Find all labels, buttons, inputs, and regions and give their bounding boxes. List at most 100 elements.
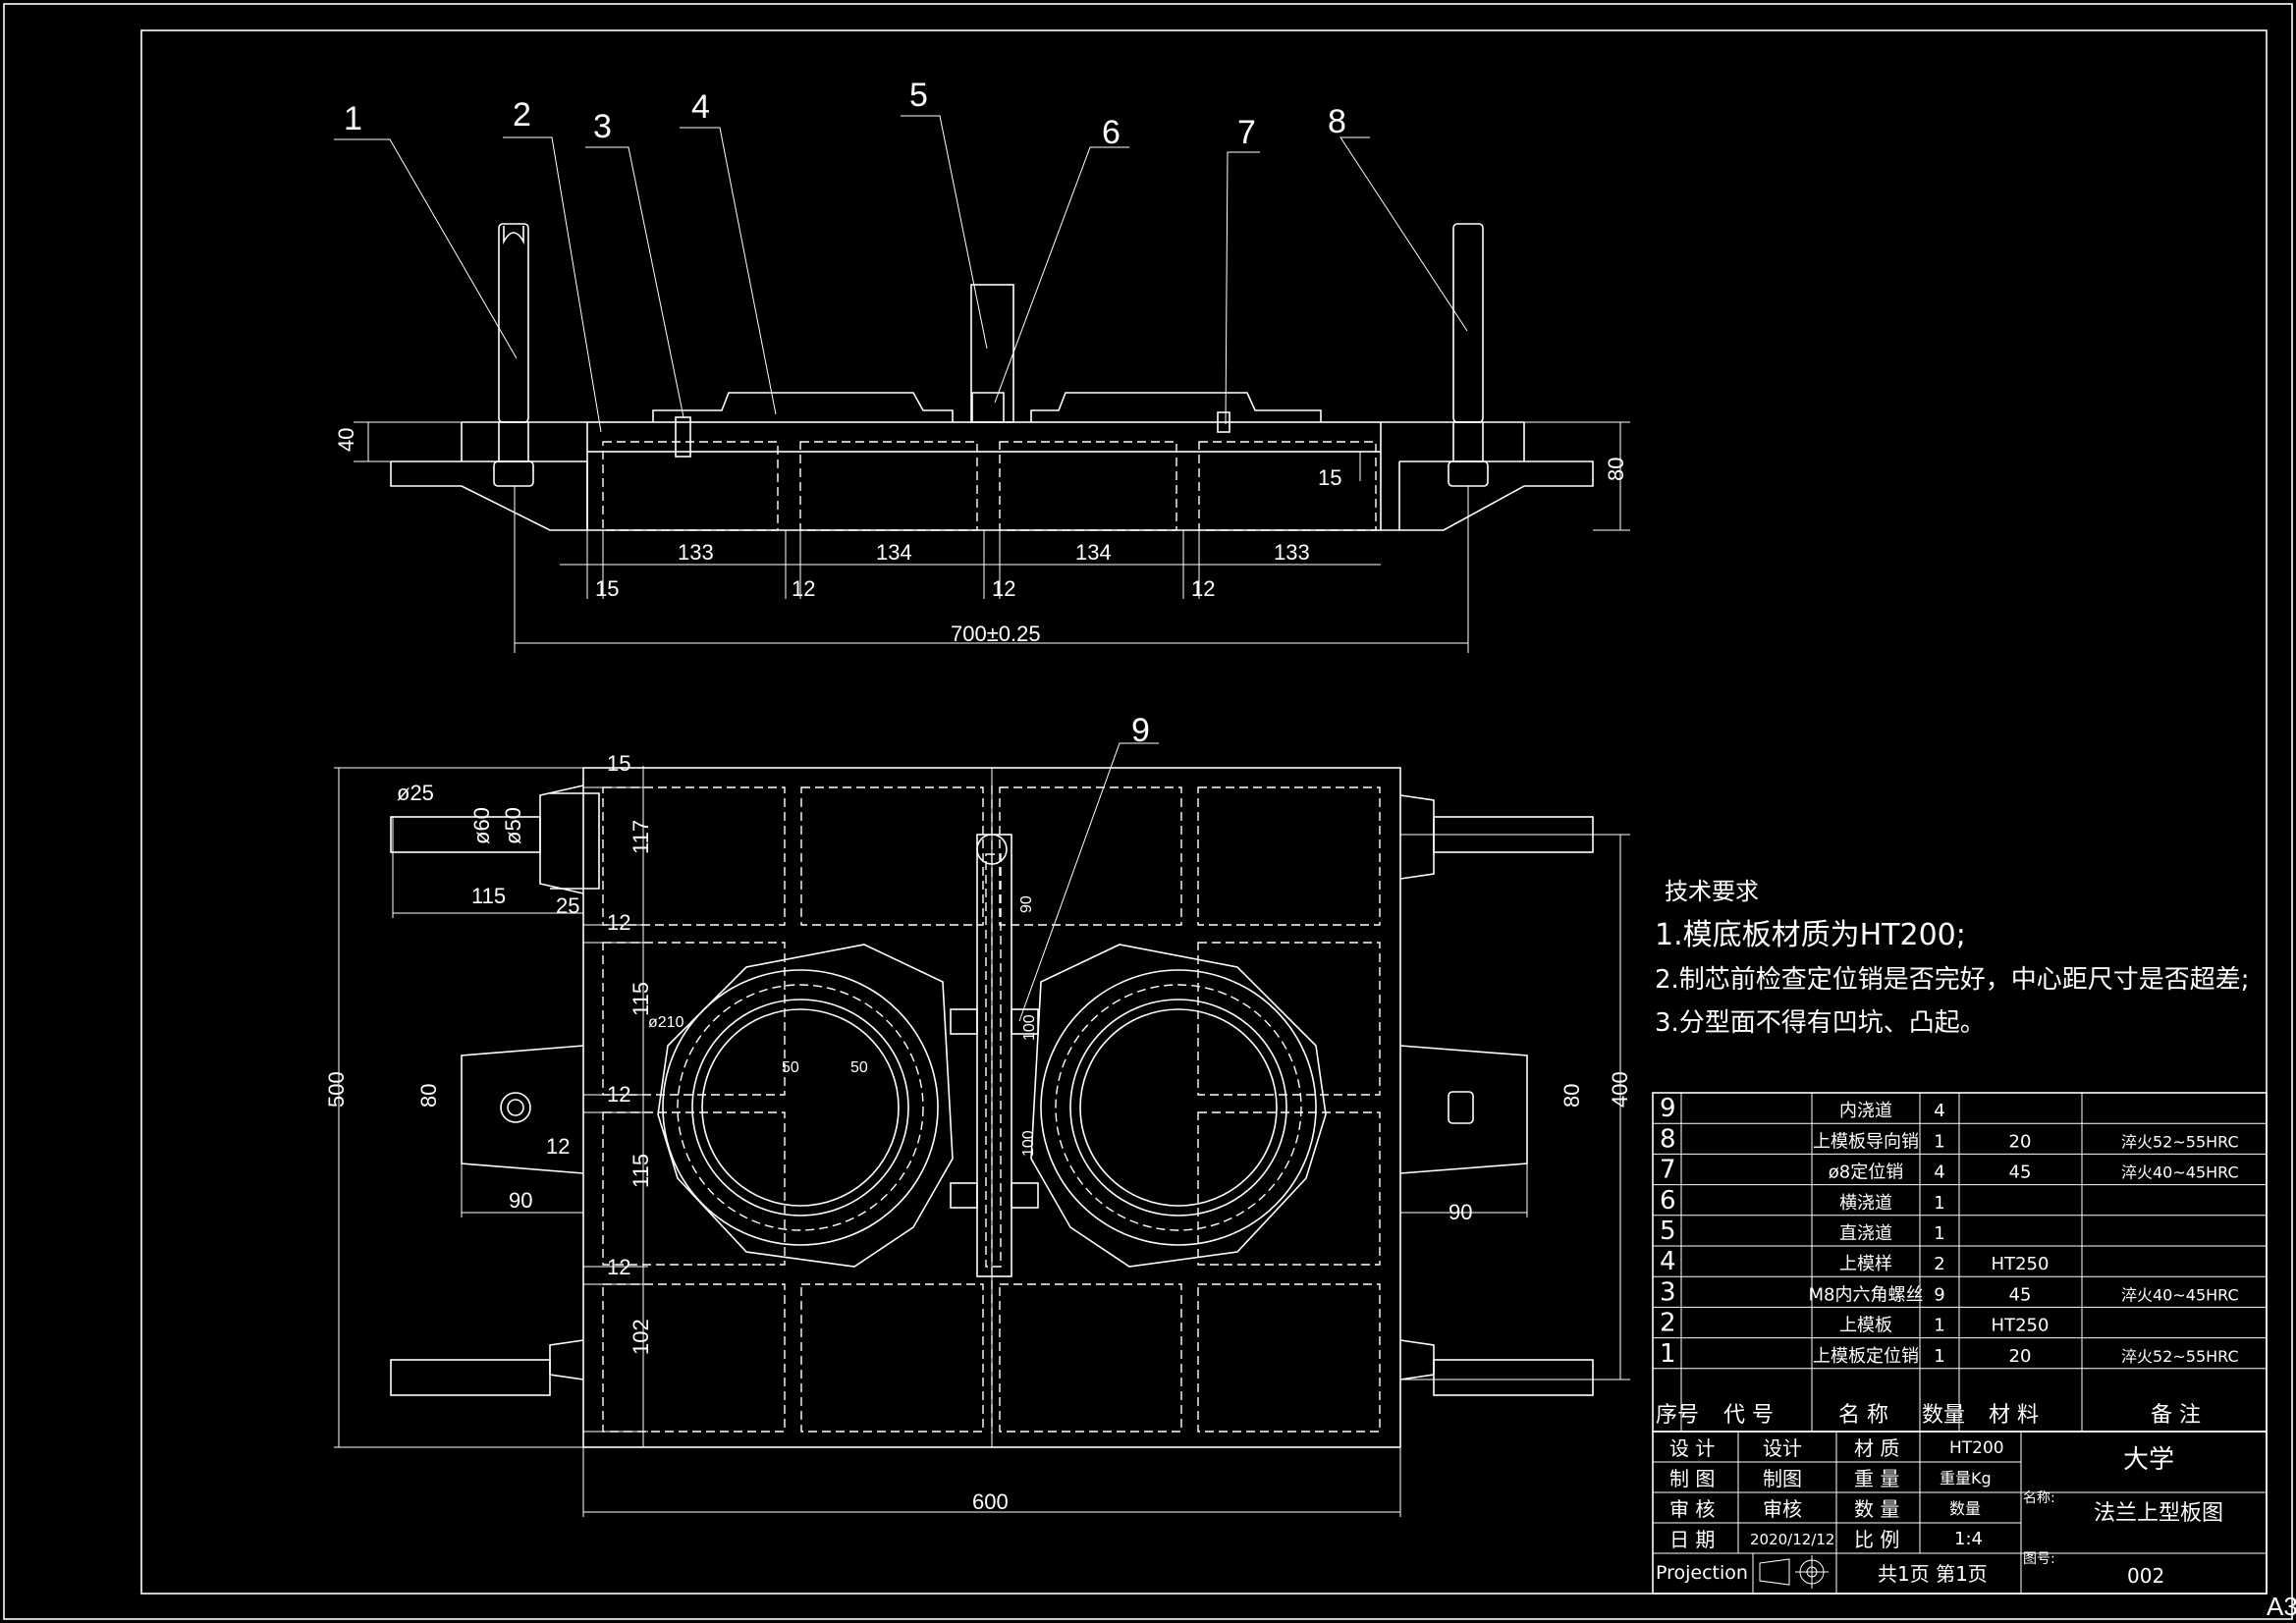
tb-university: 大学: [2123, 1445, 2174, 1475]
tb-drawing-no-label: 图号:: [2023, 1551, 2055, 1567]
tb-draw-label: 制 图: [1669, 1467, 1715, 1490]
tb-projection: Projection: [1656, 1562, 1748, 1584]
tb-scale-value: 1:4: [1954, 1529, 1983, 1549]
tb-qty-value: 数量: [1949, 1499, 1981, 1518]
bom-cell-name: 上模板导向销: [1813, 1131, 1919, 1152]
bom-cell-name: 上模样: [1839, 1254, 1892, 1274]
bom-cell-name: 上模板定位销: [1813, 1346, 1919, 1367]
bom-cell-no: 2: [1660, 1309, 1676, 1338]
dim-row-12-b: 12: [607, 1082, 630, 1107]
dim-gap-12-a: 12: [792, 576, 815, 601]
dim-row-102: 102: [629, 1319, 653, 1355]
dim-15-right: 15: [1318, 465, 1341, 490]
bom-cell-no: 1: [1660, 1339, 1676, 1369]
bom-cell-note: 淬火40~45HRC: [2121, 1163, 2239, 1182]
tb-check-label: 审 核: [1669, 1497, 1715, 1521]
bom-cell-qty: 4: [1934, 1101, 1944, 1121]
front-view: [334, 115, 1630, 653]
bom-cell-qty: 1: [1934, 1131, 1944, 1152]
tb-scale-label: 比 例: [1854, 1528, 1899, 1551]
balloon-9: 9: [1131, 712, 1150, 749]
bom-cell-qty: 4: [1934, 1163, 1944, 1183]
dim-80-right: 80: [1559, 1084, 1584, 1108]
dim-25: 25: [556, 893, 579, 918]
bom-cell-qty: 1: [1934, 1223, 1944, 1244]
bom-cell-name: 上模板: [1839, 1316, 1892, 1336]
tb-drawing-no: 002: [2127, 1564, 2164, 1588]
dim-50-b: 50: [850, 1059, 868, 1076]
balloon-7: 7: [1237, 114, 1256, 151]
bom-header-mat: 材 料: [1989, 1403, 2039, 1428]
dim-gap-12-b: 12: [992, 576, 1015, 601]
bom-cell-mat: 45: [2009, 1284, 2032, 1305]
dim-134-a: 134: [876, 540, 912, 565]
bom-cell-no: 3: [1660, 1277, 1676, 1307]
bom-cell-no: 6: [1660, 1186, 1676, 1216]
dim-d210: ø210: [648, 1014, 684, 1031]
dim-500: 500: [324, 1071, 349, 1108]
outer-border: [3, 3, 2293, 1620]
bom-cell-no: 5: [1660, 1217, 1676, 1246]
bom-header-qty: 数量: [1922, 1403, 1965, 1428]
bom-cell-mat: 20: [2009, 1131, 2032, 1152]
tech-req-item-1: 1.模底板材质为HT200;: [1655, 918, 1966, 952]
bom-cell-mat: 45: [2009, 1163, 2032, 1183]
dim-d50: ø50: [501, 807, 525, 844]
tech-req-item-3: 3.分型面不得有凹坑、凸起。: [1655, 1008, 1986, 1038]
tb-qty-label: 数 量: [1854, 1497, 1899, 1521]
dim-row-15: 15: [607, 751, 630, 776]
bom-cell-mat: HT250: [1992, 1254, 2050, 1274]
balloon-1: 1: [344, 100, 362, 137]
bom-cell-note: 淬火52~55HRC: [2121, 1132, 2239, 1151]
title-block: [1652, 1431, 2268, 1595]
bom-cell-mat: 20: [2009, 1346, 2032, 1367]
bom-cell-qty: 9: [1934, 1284, 1944, 1305]
dim-12-left: 12: [546, 1134, 570, 1159]
dim-row-117: 117: [629, 820, 653, 854]
bom-cell-name: 横浇道: [1839, 1193, 1892, 1214]
dim-50-a: 50: [782, 1059, 799, 1076]
balloon-4: 4: [691, 88, 710, 126]
bom-cell-qty: 1: [1934, 1346, 1944, 1367]
dim-134-b: 134: [1075, 540, 1112, 565]
tb-design-label: 设 计: [1669, 1436, 1715, 1460]
tb-date-label: 日 期: [1669, 1528, 1715, 1551]
sheet-size-label: A3: [2267, 1592, 2296, 1621]
dim-40: 40: [334, 428, 358, 452]
dim-100-a: 100: [1021, 1014, 1038, 1041]
tb-design-value: 设计: [1763, 1436, 1802, 1460]
dim-133-a: 133: [678, 540, 714, 565]
dim-row-12-a: 12: [607, 910, 630, 935]
bom-cell-note: 淬火40~45HRC: [2121, 1285, 2239, 1304]
bom-header-note: 备 注: [2151, 1403, 2201, 1428]
dim-90-left: 90: [509, 1188, 532, 1213]
dim-overall: 700±0.25: [951, 622, 1041, 646]
tb-material-value: HT200: [1949, 1438, 2004, 1458]
dim-d60: ø60: [469, 807, 494, 844]
dim-115: 115: [471, 884, 506, 908]
tb-draw-value: 制图: [1763, 1467, 1802, 1490]
tb-date-value: 2020/12/12: [1750, 1531, 1834, 1548]
dim-d25: ø25: [397, 781, 434, 805]
bom-cell-no: 8: [1660, 1124, 1676, 1154]
tb-weight-value: 重量Kg: [1940, 1469, 1992, 1488]
dim-row-12-c: 12: [607, 1255, 630, 1279]
tech-req-title: 技术要求: [1665, 878, 1759, 905]
tech-req-item-2: 2.制芯前检查定位销是否完好，中心距尺寸是否超差;: [1655, 965, 2250, 995]
inner-border: [140, 29, 2268, 1595]
bom-cell-note: 淬火52~55HRC: [2121, 1347, 2239, 1366]
bom-cell-no: 9: [1660, 1094, 1676, 1123]
dim-600: 600: [972, 1489, 1009, 1514]
dim-80-left: 80: [416, 1084, 441, 1108]
tb-weight-label: 重 量: [1854, 1467, 1899, 1490]
bom-cell-name: ø8定位销: [1829, 1163, 1903, 1183]
dim-gap-15: 15: [595, 576, 619, 601]
dim-90-right: 90: [1449, 1200, 1472, 1224]
balloon-2: 2: [513, 96, 531, 134]
bom-cell-qty: 1: [1934, 1193, 1944, 1214]
technical-requirements: 技术要求 1.模底板材质为HT200; 2.制芯前检查定位销是否完好，中心距尺寸…: [1655, 878, 2250, 1038]
tb-check-value: 审核: [1763, 1497, 1802, 1521]
bom-cell-no: 7: [1660, 1156, 1676, 1185]
bom-cell-qty: 1: [1934, 1316, 1944, 1336]
